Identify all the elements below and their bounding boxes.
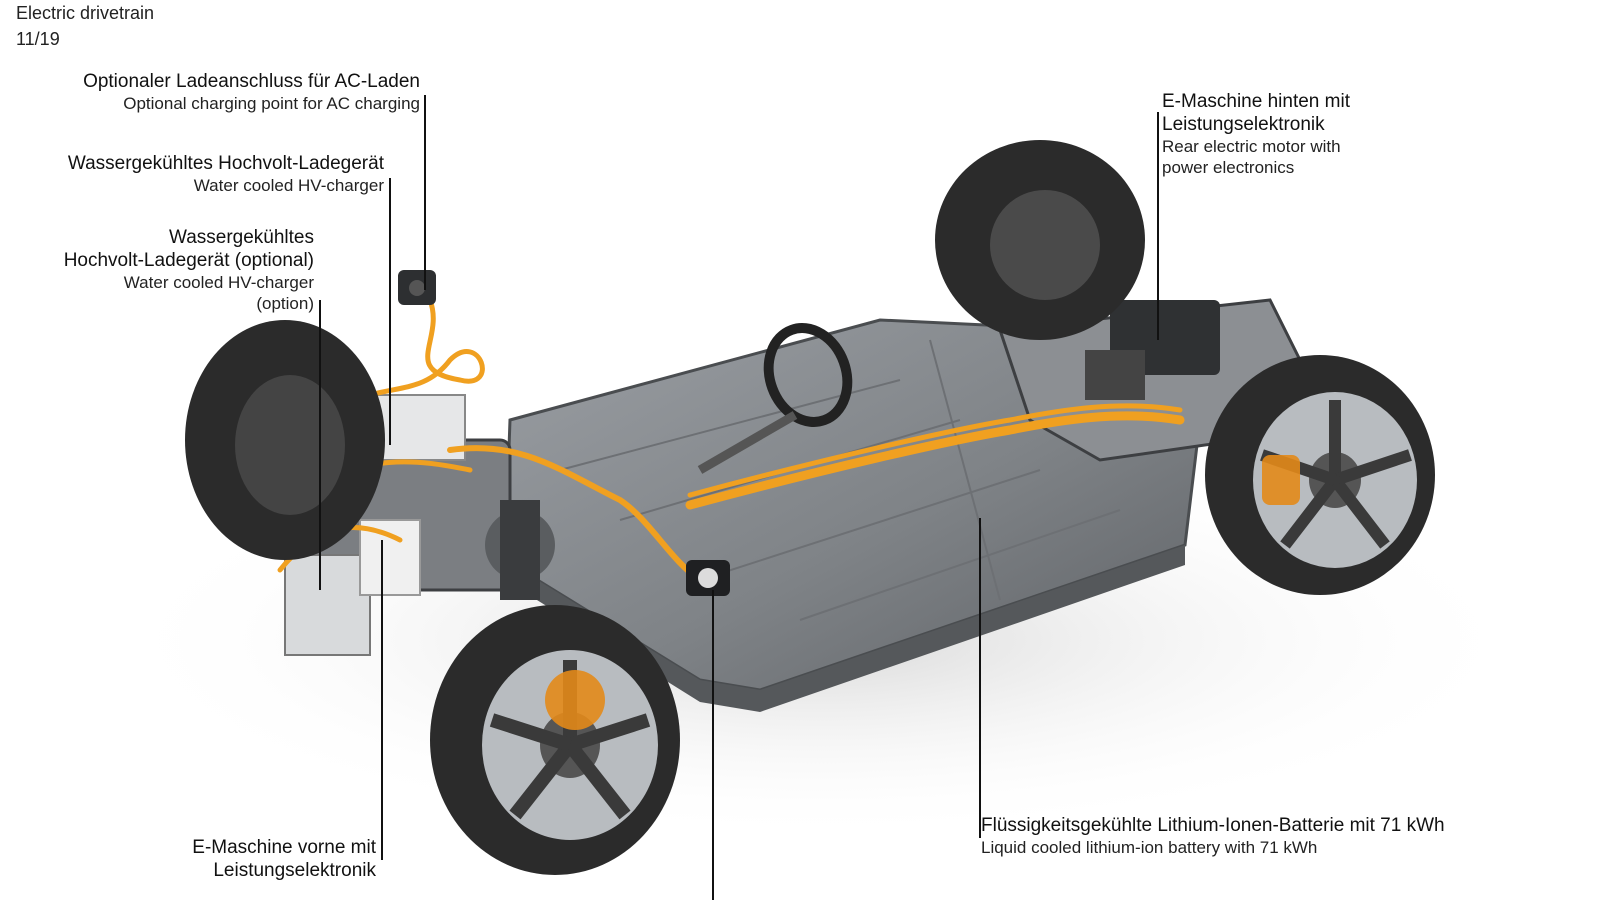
charging-socket xyxy=(686,560,730,596)
callout-de-line1: E-Maschine hinten mit xyxy=(1162,91,1350,112)
ac-charging-port xyxy=(398,270,436,305)
callout-de-text: Optionaler Ladeanschluss für AC-Laden xyxy=(83,71,420,92)
callout-de-line2: Hochvolt-Ladegerät (optional) xyxy=(63,250,314,271)
callout-en-line2: (option) xyxy=(256,294,314,313)
callout-de-text: Wassergekühltes Hochvolt-Ladegerät xyxy=(67,153,384,174)
callout-en-line1: Rear electric motor with xyxy=(1162,137,1341,156)
leader-lines xyxy=(319,95,1159,900)
header-date: 11/19 xyxy=(16,29,60,49)
callout-de-line1: E-Maschine vorne mit xyxy=(192,837,376,858)
callout-de-text: Flüssigkeitsgekühlte Lithium-Ionen-Batte… xyxy=(981,815,1445,836)
wheel-front-left xyxy=(185,320,385,560)
callout-hv-charger: Wassergekühltes Hochvolt-Ladegerät Water… xyxy=(68,152,384,196)
callout-en-text: Water cooled HV-charger xyxy=(193,176,384,195)
callout-ac-charging-point: Optionaler Ladeanschluss für AC-Laden Op… xyxy=(83,70,420,114)
callout-de-line2: Leistungselektronik xyxy=(213,860,376,881)
callout-en-text: Optional charging point for AC charging xyxy=(123,94,420,113)
callout-front-motor: E-Maschine vorne mit Leistungselektronik xyxy=(192,836,376,882)
callout-rear-motor: E-Maschine hinten mit Leistungselektroni… xyxy=(1162,90,1350,178)
callout-de-line1: Wassergekühltes xyxy=(168,227,314,248)
callout-battery: Flüssigkeitsgekühlte Lithium-Ionen-Batte… xyxy=(981,814,1445,858)
steering-wheel xyxy=(697,323,853,474)
wheel-rear-left xyxy=(935,140,1145,340)
callout-de-line2: Leistungselektronik xyxy=(1162,114,1325,135)
hv-cables xyxy=(277,297,1185,583)
callout-en-line2: power electronics xyxy=(1162,158,1295,177)
wheel-front-right xyxy=(430,605,680,875)
callout-en-line1: Water cooled HV-charger xyxy=(123,273,314,292)
header-title: Electric drivetrain xyxy=(16,3,155,23)
wheel-rear-right xyxy=(1205,355,1435,595)
callout-en-text: Liquid cooled lithium-ion battery with 7… xyxy=(981,838,1318,857)
callout-hv-charger-optional: Wassergekühltes Hochvolt-Ladegerät (opti… xyxy=(64,226,314,314)
battery-pack-edge xyxy=(505,545,1185,712)
